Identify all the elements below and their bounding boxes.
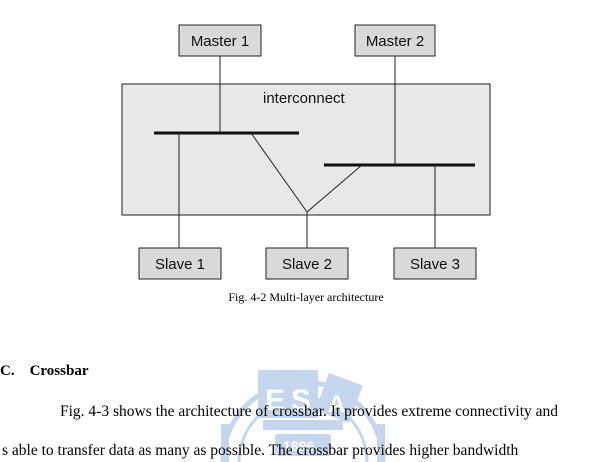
bus-left-to-slave-2-link (250, 132, 308, 213)
slave-1-label: Slave 1 (155, 256, 205, 273)
multi-layer-architecture-diagram: interconnect Master 1 Master 2 Slave 1 S… (121, 24, 491, 280)
master-2-label: Master 2 (366, 33, 424, 50)
slave-1-box (138, 247, 222, 280)
seal-letter-s: S (291, 384, 311, 417)
seal-letter-e: E (265, 384, 285, 417)
paragraph-line-1: Fig. 4-3 shows the architecture of cross… (60, 403, 559, 420)
paragraph-line-2: s able to transfer data as many as possi… (2, 442, 519, 459)
slave-2-label: Slave 2 (282, 256, 332, 273)
master-1-label: Master 1 (191, 33, 249, 50)
master-1-box (178, 24, 262, 57)
seal-year: 1896 (283, 438, 314, 454)
figure-caption: Fig. 4-2 Multi-layer architecture (228, 290, 384, 304)
bus-right-to-slave-2-link (306, 164, 363, 213)
slave-3-box (393, 247, 477, 280)
slave-2-box (265, 247, 349, 280)
interconnect-frame (121, 83, 491, 216)
seal-letter-a: A (328, 391, 345, 418)
university-seal-watermark: E S A 1896 (220, 370, 386, 462)
section-heading: C. Crossbar (0, 363, 89, 379)
slave-3-label: Slave 3 (410, 256, 460, 273)
interconnect-label: interconnect (263, 90, 346, 107)
